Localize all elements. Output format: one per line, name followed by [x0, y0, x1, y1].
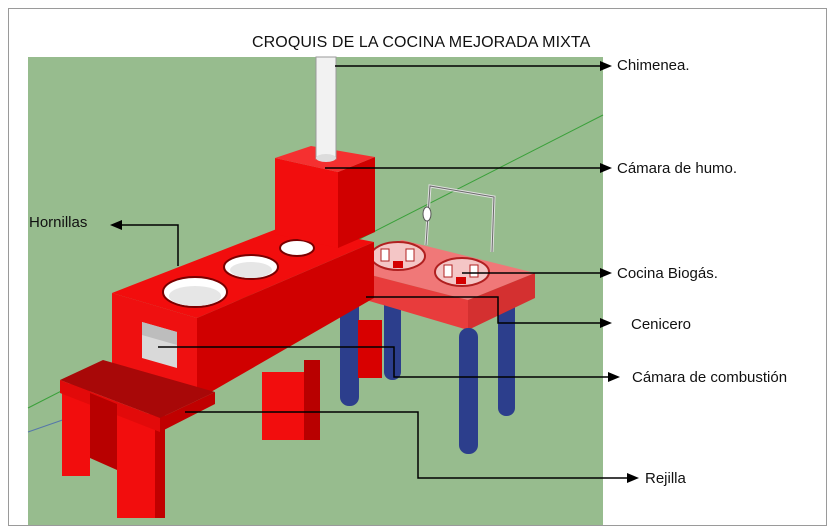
leader-cenicero	[366, 296, 600, 324]
leader-combustion	[158, 346, 608, 378]
label-cocina-biogas: Cocina Biogás.	[617, 265, 718, 282]
smoke-chamber-front	[275, 158, 338, 248]
hornilla	[279, 239, 315, 257]
biogas-table-side	[468, 273, 535, 330]
chimney	[315, 56, 337, 160]
biogas-leg	[498, 296, 515, 416]
label-camara-de-combustion: Cámara de combustión	[632, 369, 788, 386]
stove-side	[197, 242, 374, 400]
stove-leg	[358, 320, 382, 378]
smoke-chamber-side	[338, 157, 375, 248]
stove-leg	[304, 360, 320, 440]
figure-title: CROQUIS DE LA COCINA MEJORADA MIXTA	[252, 34, 591, 51]
leader-hornillas	[120, 224, 179, 266]
biogas-leg	[384, 294, 401, 380]
biogas-leg	[340, 290, 359, 406]
gas-valve	[422, 206, 432, 222]
label-chimenea: Chimenea.	[617, 57, 690, 74]
label-camara-de-humo: Cámara de humo.	[617, 160, 738, 177]
biogas-leg	[459, 328, 478, 454]
label-rejilla: Rejilla	[645, 470, 686, 487]
label-hornillas: Hornillas	[29, 214, 88, 231]
rejilla-leg	[117, 414, 155, 518]
stove-leg	[262, 372, 304, 440]
label-cenicero: Cenicero	[631, 316, 692, 333]
rejilla-top	[60, 360, 215, 418]
leader-rejilla	[185, 411, 627, 479]
